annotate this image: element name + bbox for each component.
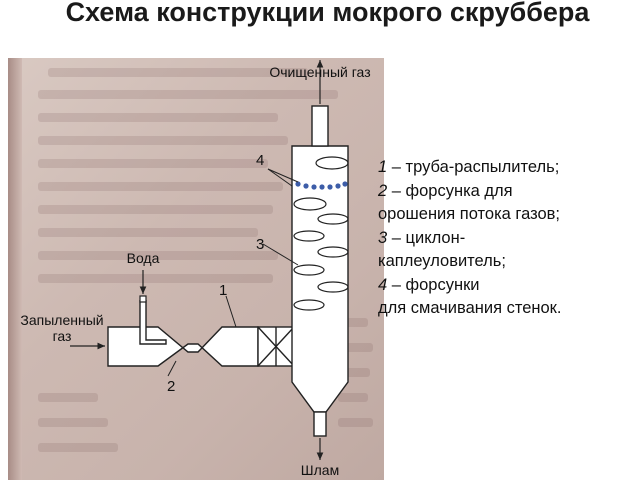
blurred-text-line	[338, 393, 368, 402]
blurred-text-line	[38, 393, 98, 402]
venturi-tube-outline	[107, 326, 259, 367]
leader-4b	[267, 168, 293, 187]
legend-line: 2 – форсунка для	[378, 181, 513, 200]
legend-line: 1 – труба-распылитель;	[378, 158, 560, 176]
callout-2: 2	[167, 378, 176, 395]
blurred-text-line	[38, 228, 258, 237]
water-nozzle-pipe	[139, 300, 167, 345]
blurred-text-line	[48, 68, 308, 77]
blurred-text-line	[338, 343, 373, 352]
blurred-text-line	[338, 368, 370, 377]
water-label: Вода	[126, 250, 160, 266]
blurred-text-line	[38, 443, 118, 452]
sludge-label: Шлам	[300, 462, 340, 478]
blurred-text-line	[338, 418, 373, 427]
blurred-text-line	[338, 318, 368, 327]
callout-4: 4	[256, 152, 265, 169]
blurred-text-line	[38, 205, 273, 214]
blurred-text-line	[38, 90, 338, 99]
dusty-gas-label: Запыленный газ	[20, 312, 104, 344]
legend-line: 3 – циклон-	[378, 228, 466, 247]
callout-1: 1	[219, 282, 228, 299]
leader-4a	[267, 168, 299, 183]
leader-1	[225, 295, 237, 328]
legend-line: 4 – форсунки	[378, 275, 480, 294]
sludge-outlet-pipe	[313, 411, 327, 437]
water-inlet	[139, 295, 147, 303]
legend: 1 – труба-распылитель; 2 – форсунка для …	[378, 156, 638, 321]
blurred-text-line	[38, 418, 108, 427]
blurred-text-line	[38, 159, 268, 168]
legend-line: для смачивания стенок.	[378, 299, 562, 317]
leader-3	[262, 243, 299, 266]
diagram-title: Схема конструкции мокрого скруббера	[65, 0, 590, 27]
page-spine	[8, 58, 22, 480]
leader-2	[167, 360, 177, 377]
callout-3: 3	[256, 236, 265, 253]
legend-line: орошения потока газов;	[378, 205, 560, 223]
wall-nozzle-dots	[295, 181, 348, 190]
clean-gas-label: Очищенный газ	[269, 64, 371, 80]
blurred-text-line	[38, 251, 278, 260]
blurred-text-line	[38, 113, 278, 122]
legend-line: каплеуловитель;	[378, 252, 506, 270]
blurred-text-line	[38, 274, 273, 283]
droplet-ellipses	[293, 156, 349, 311]
blurred-text-line	[38, 182, 283, 191]
gas-outlet-pipe	[311, 105, 329, 147]
blurred-text-line	[38, 136, 288, 145]
